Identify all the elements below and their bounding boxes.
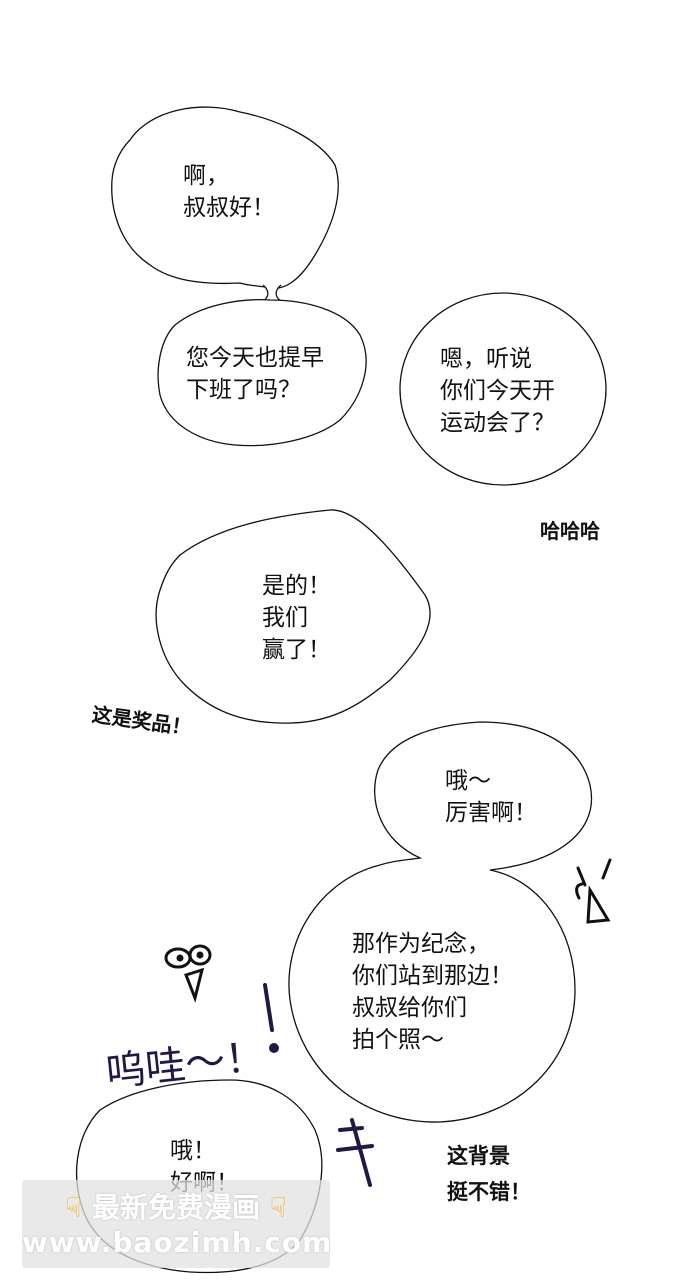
shake-marks <box>336 1118 374 1187</box>
bubble-2-text: 您今天也提早 下班了吗？ <box>186 345 324 403</box>
bubble-1-text: 啊， 叔叔好！ <box>183 163 275 221</box>
wow-exclamation-mark <box>263 983 279 1053</box>
bubble-5-text: 哦～ 厉害啊！ <box>445 768 537 826</box>
watermark-banner: ☟ 最新免费漫画 ☟ www.baozimh.com <box>22 1180 333 1268</box>
watermark-line1: ☟ 最新免费漫画 ☟ <box>65 1191 287 1224</box>
pointing-hand-icon: ☟ <box>269 1191 287 1224</box>
speech-bubble-5-6 <box>288 721 593 1123</box>
doodle-face-right <box>575 858 612 924</box>
doodle-face-left <box>164 944 212 1003</box>
sfx-background-line2: 挺不错！ <box>447 1180 531 1204</box>
bubble-4-text: 是的！ 我们 赢了！ <box>262 573 331 663</box>
sfx-background-line1: 这背景 <box>447 1144 510 1168</box>
bubble-6-text: 那作为纪念， 你们站到那边！ 叔叔给你们 拍个照～ <box>352 931 513 1053</box>
watermark-line2: www.baozimh.com <box>22 1226 333 1259</box>
pointing-hand-icon: ☟ <box>65 1191 83 1224</box>
speech-bubble-2 <box>157 299 367 447</box>
speech-bubble-4 <box>155 509 431 724</box>
sfx-hahaha: 哈哈哈 <box>540 519 600 543</box>
speech-bubble-3 <box>399 292 607 486</box>
bubble-3-text: 嗯，听说 你们今天开 运动会了？ <box>440 346 555 436</box>
